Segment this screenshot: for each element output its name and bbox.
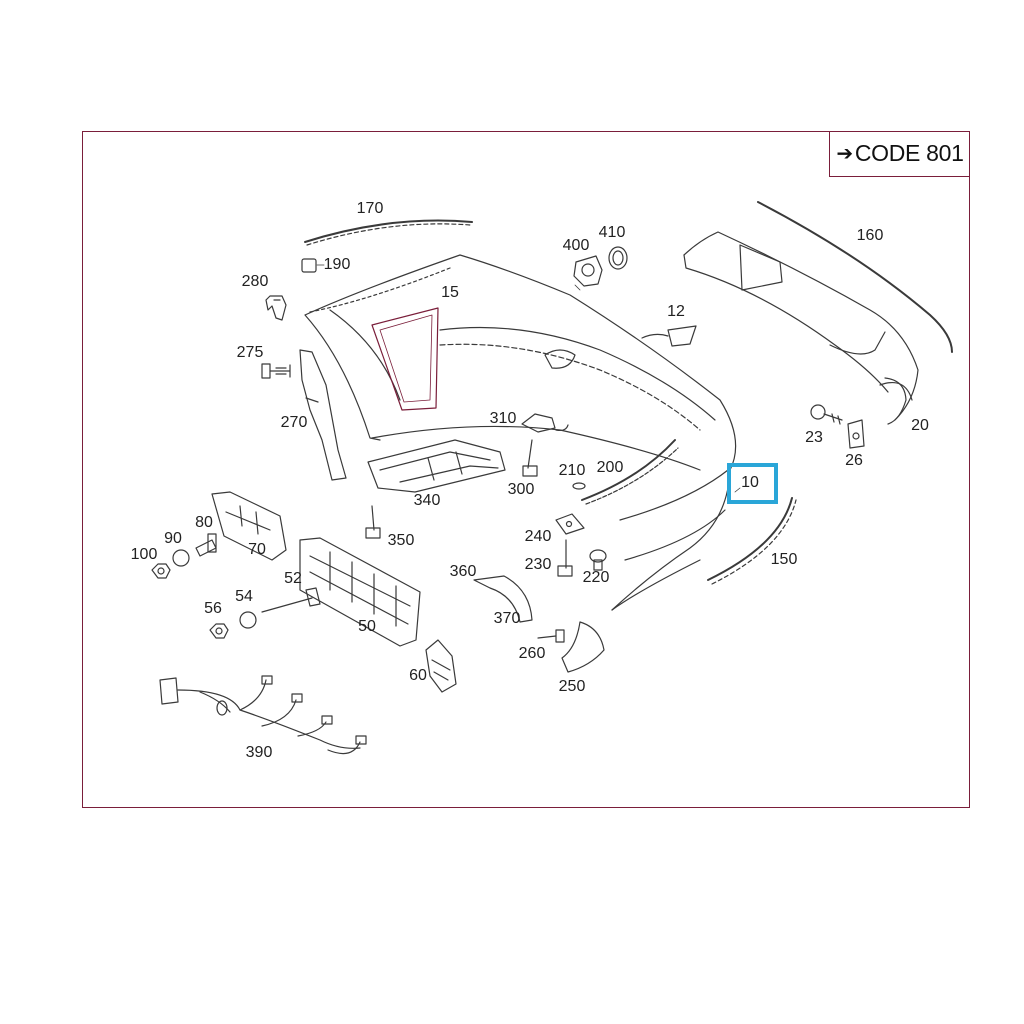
part-50-absorber [299,537,421,647]
part-70-bracket [211,491,287,561]
part-230-bolt [557,539,573,577]
callout-240[interactable]: 240 [524,528,552,545]
callout-300[interactable]: 300 [507,481,535,498]
callout-160[interactable]: 160 [856,227,884,244]
part-280-bracket [265,295,287,321]
callout-270[interactable]: 270 [280,414,308,431]
callout-370[interactable]: 370 [493,610,521,627]
part-240-nut [555,513,585,535]
part-210-washer [572,482,586,490]
part-23-screw [810,404,843,425]
callout-150[interactable]: 150 [770,551,798,568]
callout-360[interactable]: 360 [449,563,477,580]
callout-200[interactable]: 200 [596,459,624,476]
callout-220[interactable]: 220 [582,569,610,586]
code-label: CODE 801 [854,140,964,166]
callout-275[interactable]: 275 [236,344,264,361]
code-label-box: ➔ CODE 801 [829,131,970,177]
part-300-bolt [522,439,538,477]
part-100-nut [151,563,171,579]
part-170-trim-strip [304,219,473,243]
callout-60[interactable]: 60 [409,667,427,684]
arrow-right-icon: ➔ [836,142,853,165]
callout-50[interactable]: 50 [358,618,376,635]
part-150-strip [707,497,793,581]
callout-260[interactable]: 260 [518,645,546,662]
callout-52[interactable]: 52 [284,570,302,587]
part-52-bolt [261,587,321,613]
callout-23[interactable]: 23 [805,429,823,446]
callout-410[interactable]: 410 [598,224,626,241]
part-250-shield [561,621,605,673]
callout-350[interactable]: 350 [387,532,415,549]
part-160-diffuser [683,201,953,421]
callout-10[interactable]: 10 [741,474,759,491]
callout-26[interactable]: 26 [845,452,863,469]
part-20-hook [884,377,907,425]
part-270-bracket [299,349,347,481]
callout-100[interactable]: 100 [130,546,158,563]
part-56-nut [209,623,229,639]
callout-390[interactable]: 390 [245,744,273,761]
part-410-ring [608,246,628,270]
part-360-370-guide [473,575,533,623]
part-26-nut [847,419,865,449]
callout-190[interactable]: 190 [323,256,351,273]
callout-20[interactable]: 20 [911,417,929,434]
callout-170[interactable]: 170 [356,200,384,217]
callout-56[interactable]: 56 [204,600,222,617]
part-190-clip [301,258,317,273]
diagram-frame [82,131,970,808]
callout-54[interactable]: 54 [235,588,253,605]
part-390-harness [159,675,367,755]
callout-12[interactable]: 12 [667,303,685,320]
part-80-bolt [195,533,217,557]
highlighted-part-box[interactable] [727,463,778,504]
callout-250[interactable]: 250 [558,678,586,695]
callout-340[interactable]: 340 [413,492,441,509]
part-275-bolt [261,363,291,379]
callout-400[interactable]: 400 [562,237,590,254]
callout-210[interactable]: 210 [558,462,586,479]
part-340-cover [367,439,506,493]
part-260-pin [537,629,565,643]
part-310-clip [521,413,556,433]
callout-90[interactable]: 90 [164,530,182,547]
part-400-sensor [573,255,603,287]
part-350-screw [365,505,381,539]
part-12-cap [667,325,697,347]
callout-310[interactable]: 310 [489,410,517,427]
callout-15[interactable]: 15 [441,284,459,301]
part-54-washer [239,611,257,629]
part-90-washer [172,549,190,567]
part-220-grommet [589,549,607,563]
part-60-bracket [425,639,457,693]
part-200-strip [581,439,676,501]
callout-280[interactable]: 280 [241,273,269,290]
callout-230[interactable]: 230 [524,556,552,573]
callout-80[interactable]: 80 [195,514,213,531]
part-15-bumper-cover [304,254,737,611]
callout-70[interactable]: 70 [248,541,266,558]
